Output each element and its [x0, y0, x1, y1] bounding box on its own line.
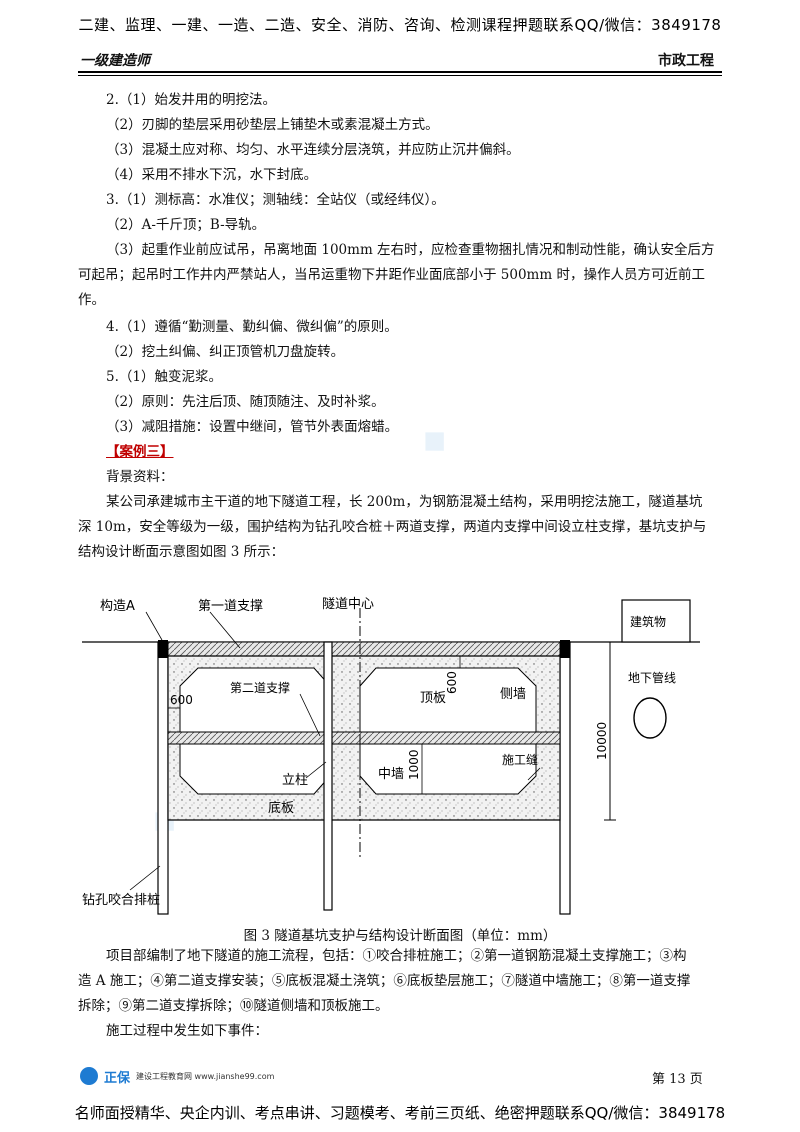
header-rule-thin [78, 75, 722, 76]
answer-line: （2）A-千斤顶；B-导轨。 [106, 217, 266, 233]
label-roof-600: 600 [445, 671, 459, 694]
top-banner: 二建、监理、一建、一造、二造、安全、消防、咨询、检测课程押题联系QQ/微信：38… [78, 16, 722, 34]
answer-line: 4.（1）遵循“勤测量、勤纠偏、微纠偏”的原则。 [106, 319, 398, 335]
first-support-beam [167, 641, 561, 657]
case-title: 【案例三】 [78, 440, 722, 465]
answer-line: 作。 [78, 292, 105, 308]
answer-line: （2）刃脚的垫层采用砂垫层上铺垫木或素混凝土方式。 [106, 117, 439, 133]
answer-line: （2）原则：先注后顶、随顶随注、及时补浆。 [106, 394, 385, 410]
label-first-support: 第一道支撑 [198, 599, 263, 614]
left-upper-cell [179, 667, 331, 733]
footer-logo: 正保 建设工程教育网 www.jianshe99.com [80, 1066, 274, 1086]
right-pile [559, 641, 571, 915]
bottom-banner: 名师面授精华、央企内训、考点串讲、习题模考、考前三页纸、绝密押题联系QQ/微信：… [74, 1104, 726, 1122]
paragraph-line: 拆除；⑨第二道支撑拆除；⑩隧道侧墙和顶板施工。 [78, 998, 389, 1014]
case-title-text: 【案例三】 [106, 444, 174, 460]
label-structure-a: 构造A [100, 599, 135, 614]
paragraph-line: 施工过程中发生如下事件： [106, 1023, 268, 1039]
page-number: 第 13 页 [652, 1072, 703, 1087]
answer-line: （3）混凝土应对称、均匀、水平连续分层浇筑，并应防止沉井偏斜。 [106, 142, 520, 158]
leader-structure-a [145, 611, 163, 641]
label-roof: 顶板 [420, 691, 446, 706]
answer-line: （3）起重作业前应试吊，吊离地面 100mm 左右时，应检查重物捆扎情况和制动性… [106, 242, 715, 258]
paragraph-line: 项目部编制了地下隧道的施工流程，包括：①咬合排桩施工；②第一道钢筋混凝土支撑施工… [106, 948, 687, 964]
paragraph-line: 造 A 施工；④第二道支撑安装；⑤底板混凝土浇筑；⑥底板垫层施工；⑦隧道中墙施工… [78, 973, 691, 989]
answer-line: 2.（1）始发井用的明挖法。 [106, 92, 276, 108]
label-second-support: 第二道支撑 [230, 680, 290, 695]
structure-a-right [560, 640, 570, 658]
pipeline-circle [633, 697, 667, 739]
column [323, 641, 333, 911]
answer-line: （4）采用不排水下沉，水下封底。 [106, 167, 318, 183]
label-column: 立柱 [282, 773, 308, 788]
label-wall-600: 600 [170, 693, 193, 707]
paragraph-line: 某公司承建城市主干道的地下隧道工程，长 200m，为钢筋混凝土结构，采用明挖法施… [106, 494, 703, 510]
answer-line: （3）减阻措施：设置中继间，管节外表面熔蜡。 [106, 419, 399, 435]
brand-badge-icon [80, 1067, 98, 1085]
answer-line: （2）挖土纠偏、纠正顶管机刀盘旋转。 [106, 344, 345, 360]
label-mid-1000: 1000 [407, 749, 421, 780]
label-piles: 钻孔咬合排桩 [82, 892, 160, 908]
left-pile [157, 641, 169, 915]
header-right: 市政工程 [658, 53, 714, 69]
second-support-beam [167, 731, 561, 745]
page-header: 一级建造师 市政工程 [78, 50, 722, 70]
background-heading: 背景资料： [106, 469, 174, 485]
label-tunnel-center: 隧道中心 [322, 596, 374, 612]
building-box [621, 599, 691, 643]
leader-piles [129, 865, 161, 891]
paragraph-line: 结构设计断面示意图如图 3 所示： [78, 544, 285, 560]
structure-a-left [158, 640, 168, 658]
header-left: 一级建造师 [80, 53, 150, 69]
label-building: 建筑物 [630, 614, 666, 629]
brand-subtitle: 建设工程教育网 www.jianshe99.com [136, 1071, 275, 1081]
label-pipeline: 地下管线 [628, 670, 676, 685]
figure-caption: 图 3 隧道基坑支护与结构设计断面图（单位：mm） [243, 928, 557, 944]
cross-section-figure: 构造A 第一道支撑 隧道中心 建筑物 第二道支撑 600 600 顶板 侧墙 地… [82, 596, 700, 915]
answer-line: 3.（1）测标高：水准仪；测轴线：全站仪（或经纬仪）。 [106, 192, 445, 208]
label-floor: 底板 [268, 800, 294, 816]
leader-construction-joint [527, 767, 541, 781]
label-mid-wall: 中墙 [378, 767, 404, 782]
label-construction-joint: 施工缝 [502, 752, 538, 767]
label-depth-10000: 10000 [595, 722, 609, 760]
answer-line: 5.（1）触变泥浆。 [106, 369, 222, 385]
leader-second-support [299, 693, 321, 737]
brand-name: 正保 [104, 1070, 131, 1086]
leader-first-support [209, 611, 241, 649]
leader-column [305, 761, 327, 779]
label-side-wall: 侧墙 [500, 687, 526, 702]
paragraph-line: 深 10m，安全等级为一级，围护结构为钻孔咬合桩＋两道支撑，两道内支撑中间设立柱… [78, 519, 707, 535]
answer-line: 可起吊；起吊时工作井内严禁站人，当吊运重物下井距作业面底部小于 500mm 时，… [78, 267, 705, 283]
header-rule [78, 71, 722, 73]
